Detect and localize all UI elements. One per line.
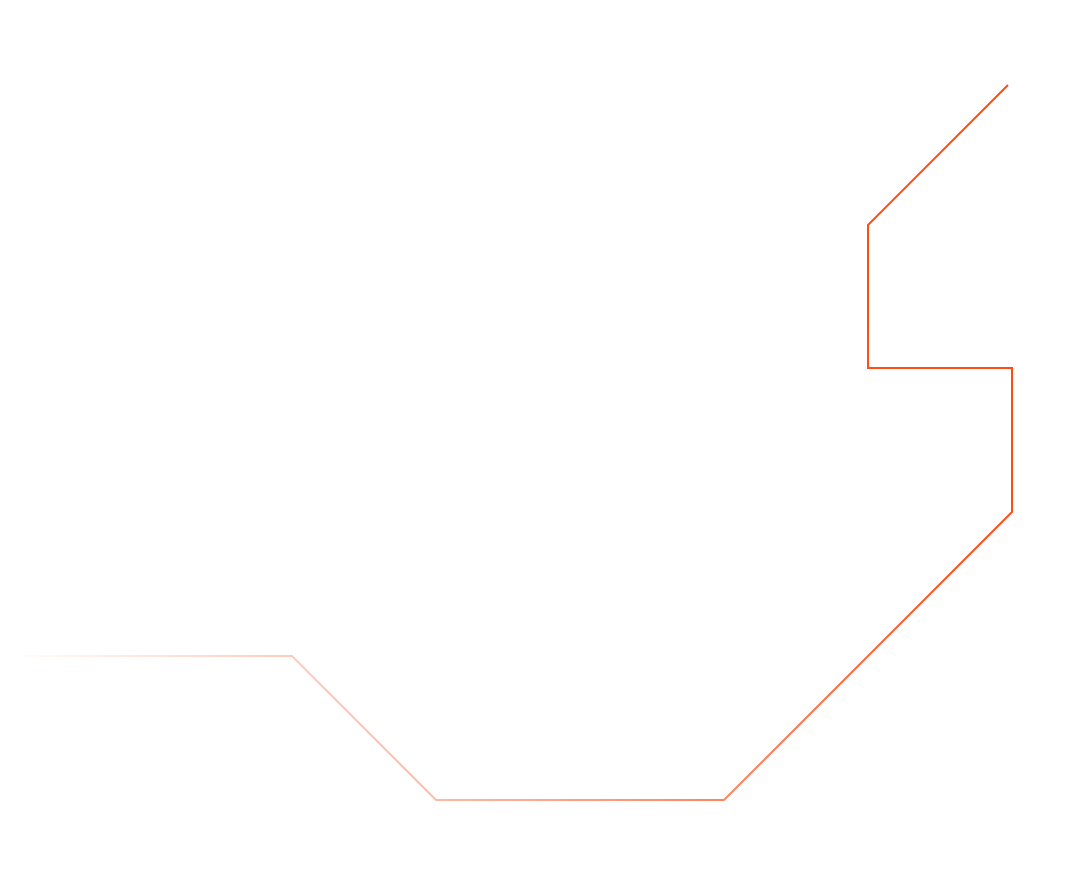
orange-angular-line [20, 84, 1013, 801]
